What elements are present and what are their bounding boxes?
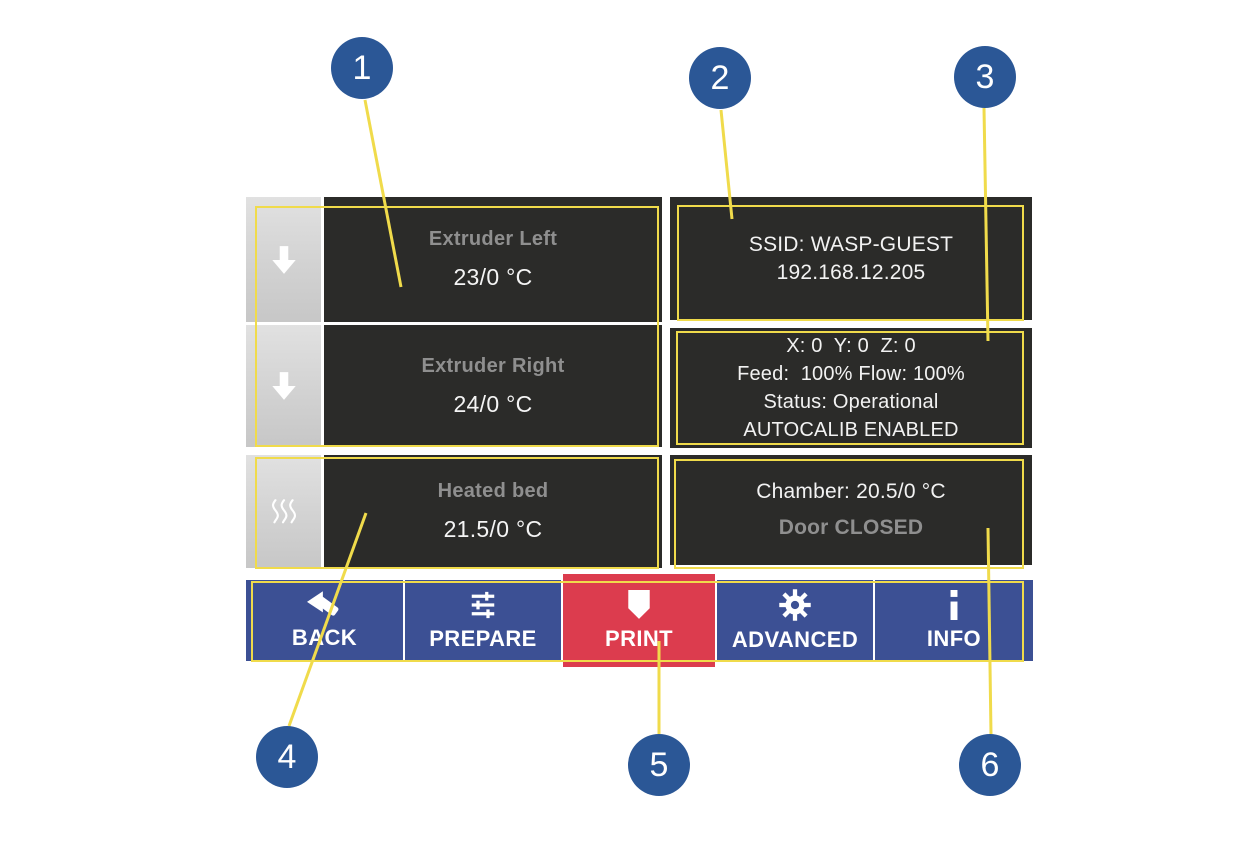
callout-circle-6: 6: [959, 734, 1021, 796]
back-button-label: BACK: [291, 624, 358, 650]
advanced-button-label: ADVANCED: [731, 626, 859, 652]
callout-circle-5: 5: [628, 734, 690, 796]
info-icon: [950, 589, 958, 620]
prepare-button[interactable]: PREPARE: [405, 580, 561, 661]
prepare-button-label: PREPARE: [429, 625, 537, 651]
callout-circle-4: 4: [256, 726, 318, 788]
wifi-ssid: SSID: WASP-GUEST: [748, 232, 954, 256]
autocalib-text: AUTOCALIB ENABLED: [743, 419, 959, 441]
callout-number-4: 4: [277, 737, 297, 776]
back-arrow-icon: [306, 590, 338, 616]
callout-number-2: 2: [710, 58, 730, 97]
down-arrow-icon: [271, 245, 296, 274]
callout-number-5: 5: [649, 745, 669, 784]
machine-status-panel[interactable]: X: 0 Y: 0 Z: 0 Feed: 100% Flow: 100% Sta…: [670, 328, 1032, 448]
status-text: Status: Operational: [763, 391, 939, 413]
print-icon: [628, 589, 650, 619]
back-button[interactable]: BACK: [246, 580, 403, 661]
callout-number-1: 1: [352, 48, 372, 87]
callout-number-3: 3: [975, 57, 995, 96]
extruder-left-title: Extruder Left: [428, 228, 558, 250]
callout-circle-2: 2: [689, 47, 751, 109]
print-button-label: PRINT: [605, 625, 673, 651]
extruder-right-icon-strip[interactable]: [246, 325, 321, 447]
heated-bed-temperature: 21.5/0 °C: [443, 516, 543, 542]
axis-position: X: 0 Y: 0 Z: 0: [786, 335, 916, 357]
advanced-button[interactable]: ADVANCED: [717, 580, 873, 661]
extruder-left-temperature: 23/0 °C: [453, 264, 533, 290]
heat-waves-icon: [271, 498, 296, 523]
info-button[interactable]: INFO: [875, 580, 1033, 661]
print-button[interactable]: PRINT: [563, 574, 715, 667]
heated-bed-panel[interactable]: Heated bed 21.5/0 °C: [324, 455, 662, 568]
extruder-right-temperature: 24/0 °C: [453, 390, 533, 417]
callout-circle-3: 3: [954, 46, 1016, 108]
extruder-left-panel[interactable]: Extruder Left 23/0 °C: [324, 197, 662, 322]
gear-icon: [779, 588, 811, 621]
callout-number-6: 6: [980, 745, 1000, 784]
extruder-left-icon-strip[interactable]: [246, 197, 321, 322]
network-info-panel[interactable]: SSID: WASP-GUEST 192.168.12.205: [670, 197, 1032, 320]
door-status: Door CLOSED: [778, 516, 924, 539]
info-button-label: INFO: [926, 625, 982, 651]
heated-bed-icon-strip[interactable]: [246, 455, 321, 568]
callout-circle-1: 1: [331, 37, 393, 99]
feed-flow: Feed: 100% Flow: 100%: [737, 363, 965, 385]
chamber-temperature: Chamber: 20.5/0 °C: [756, 480, 946, 503]
ip-address: 192.168.12.205: [776, 260, 926, 284]
extruder-right-title: Extruder Right: [421, 354, 565, 377]
chamber-panel[interactable]: Chamber: 20.5/0 °C Door CLOSED: [670, 455, 1032, 565]
heated-bed-title: Heated bed: [437, 480, 549, 502]
down-arrow-icon: [271, 372, 296, 400]
extruder-right-panel[interactable]: Extruder Right 24/0 °C: [324, 325, 662, 447]
sliders-icon: [471, 591, 495, 618]
